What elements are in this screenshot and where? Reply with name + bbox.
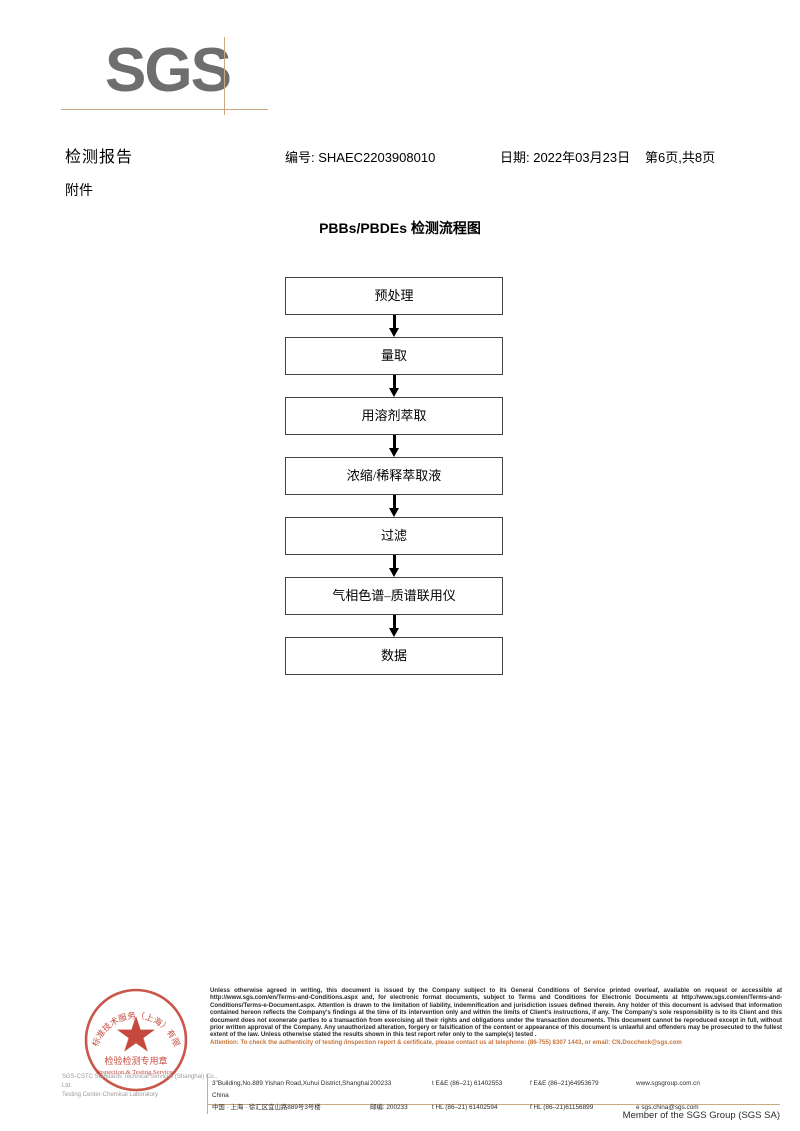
svg-text:检验检测专用章: 检验检测专用章 [104,1055,167,1066]
flowchart-node-label: 气相色谱–质谱联用仪 [332,588,456,603]
stamp-company-line2: Testing Center-Chemical Laboratory [62,1092,159,1098]
flow-arrow-icon [285,555,503,577]
legal-attention-notice: Attention: To check the authenticity of … [210,1038,682,1046]
address-tel-ee: t E&E (86–21) 61402553 [432,1080,503,1087]
flowchart-node: 浓缩/稀释萃取液 [285,457,503,495]
report-date: 日期: 2022年03月23日 [500,150,631,165]
flowchart-node: 过滤 [285,517,503,555]
flow-arrow-icon [285,435,503,457]
page-title: 检测报告 [65,149,134,166]
address-email: e sgs.china@sgs.com [636,1104,699,1111]
flowchart-node-label: 数据 [380,648,407,663]
flowchart-node-label: 预处理 [374,288,414,303]
address-street-en: 3"Building,No.889 Yishan Road,Xuhui Dist… [212,1080,370,1099]
flowchart-node: 用溶剂萃取 [285,397,503,435]
address-tel-hl: t HL (86–21) 61402594 [432,1104,498,1111]
flowchart-node-label: 用溶剂萃取 [361,408,427,423]
flowchart-node: 气相色谱–质谱联用仪 [285,577,503,615]
stamp-company-name: SGS-CSTC Standards Technical Services (S… [62,1073,222,1100]
flowchart: 预处理 量取 用溶剂萃取 浓缩/稀释萃取液 过滤 气相色谱– [285,277,503,675]
flowchart-node: 量取 [285,337,503,375]
page-indicator: 第6页,共8页 [645,150,716,165]
flow-arrow-icon [285,375,503,397]
flowchart-node-label: 浓缩/稀释萃取液 [346,468,442,483]
footer-vertical-rule [207,1074,208,1114]
address-row-en: 3"Building,No.889 Yishan Road,Xuhui Dist… [212,1078,780,1102]
footer-horizontal-rule [207,1104,780,1105]
legal-terms: Unless otherwise agreed in writing, this… [210,987,782,1046]
sgs-group-member-note: Member of the SGS Group (SGS SA) [622,1110,780,1121]
logo-horizontal-rule [61,109,268,110]
legal-paragraph: Unless otherwise agreed in writing, this… [210,987,782,1039]
flowchart-title: PBBs/PBDEs 检测流程图 [319,220,481,236]
address-zip-cn: 邮编: 200233 [370,1104,408,1111]
flowchart-node: 数据 [285,637,503,675]
office-address-block: 3"Building,No.889 Yishan Road,Xuhui Dist… [212,1078,780,1114]
flowchart-node-label: 过滤 [380,528,407,543]
address-fax-ee: f E&E (86–21)64953679 [530,1080,599,1087]
sgs-logo-text: SGS [105,36,232,105]
address-zip-en: 200233 [370,1080,392,1087]
flowchart-node: 预处理 [285,277,503,315]
address-fax-hl: f HL (86–21)61156899 [530,1104,594,1111]
stamp-company-line1: SGS-CSTC Standards Technical Services (S… [62,1074,217,1089]
flowchart-node-label: 量取 [380,348,407,363]
report-number: 编号: SHAEC2203908010 [285,150,436,165]
attachment-label: 附件 [65,182,93,198]
address-website: www.sgsgroup.com.cn [636,1080,700,1087]
svg-text:Inspection & Testing Services: Inspection & Testing Services [97,1069,175,1076]
sgs-logo: SGS [61,36,275,120]
address-street-cn: 中国 · 上海 · 徐汇区宜山路889号3号楼 [212,1104,321,1111]
address-row-cn: 中国 · 上海 · 徐汇区宜山路889号3号楼 邮编: 200233 t HL … [212,1102,780,1114]
logo-vertical-rule [224,37,225,115]
company-stamp-icon: 上海标准技术服务（上海）有限公司 检验检测专用章 Inspection & Te… [78,978,190,1094]
flow-arrow-icon [285,615,503,637]
flow-arrow-icon [285,495,503,517]
flow-arrow-icon [285,315,503,337]
